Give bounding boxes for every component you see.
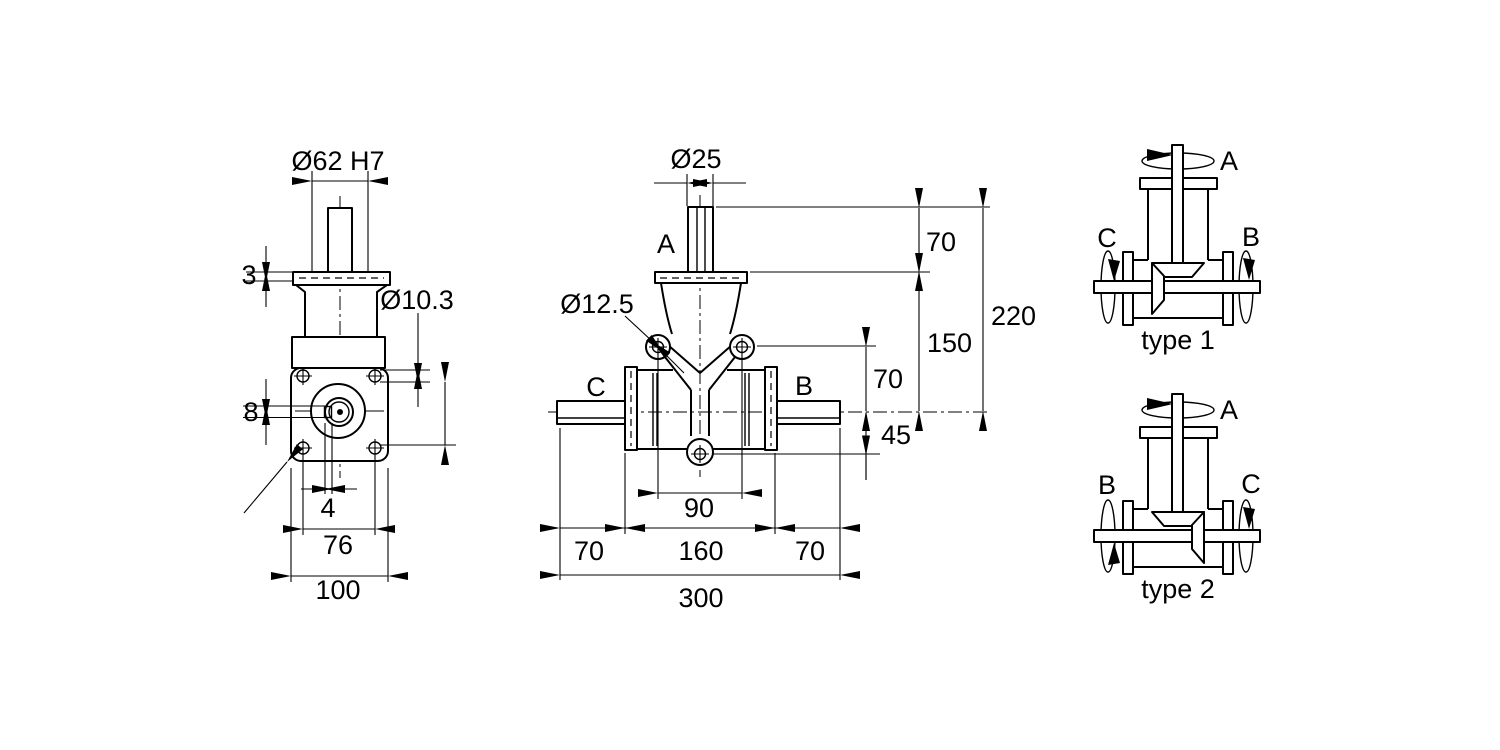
dim-text-lug-spacing: 90 [684,493,714,523]
arrowhead-c [1243,507,1255,529]
type2-label-b: B [1098,470,1116,500]
input-shaft [687,206,714,273]
dim-text-bottom-lug: 45 [881,420,911,450]
dim-text-left-shaft-length: 70 [574,536,604,566]
type2-vertical-shaft [1171,393,1184,516]
type2-caption: type 2 [1141,574,1215,604]
label-shaft-b: B [795,371,813,401]
side-view: Ø62 H7 3 Ø10.3 8 [241,146,456,605]
y-web [664,344,736,436]
type1-label-b: B [1242,222,1260,252]
housing-block-side [291,336,386,369]
type2-horizontal-shaft [1093,529,1261,543]
dim-text-flange-thickness: 3 [241,260,256,290]
dim-length-chain: 70 160 70 [540,428,860,580]
dim-text-body-length: 160 [678,536,723,566]
housing-body [636,369,766,450]
type1-horizontal-shaft [1093,280,1261,294]
dim-text-pilot: Ø62 H7 [291,146,384,176]
dim-text-bolt-spacing: 76 [323,530,353,560]
label-shaft-c: C [586,372,606,402]
type1-vertical-shaft [1171,144,1184,267]
dim-text-lug-above-axis: 70 [873,364,903,394]
dim-flange-thickness: 3 [241,246,292,307]
type1-label-c: C [1097,223,1117,253]
dim-text-right-shaft-length: 70 [795,536,825,566]
dim-text-keyway-width: 8 [243,397,258,427]
dim-vertical-hole-spacing [380,362,456,465]
dim-text-flange-size: 100 [315,575,360,605]
dim-text-lug-hole: Ø12.5 [560,289,634,319]
dim-text-overall-length: 300 [678,583,723,613]
type2-label-a: A [1220,395,1238,425]
label-shaft-a: A [657,229,675,259]
dim-text-overall-height: 220 [991,301,1036,331]
dim-lug-spacing: 90 [638,356,762,523]
type2-schematic: A B C type 2 [1093,393,1261,604]
type1-pinion-gear [1151,262,1165,315]
dim-keyway-depth: 4 [301,423,357,523]
mounting-face-leader [243,444,303,514]
arrowhead-a [1147,398,1173,410]
arrowhead-b [1243,258,1255,280]
arrowhead-c [1108,259,1120,281]
dim-keyway-width: 8 [243,379,328,445]
type1-label-a: A [1220,146,1238,176]
right-shaft [776,400,841,425]
dim-text-keyway-depth: 4 [320,493,335,523]
dim-lug-hole: Ø12.5 [560,289,685,374]
dim-heights: 70 150 220 70 45 [713,188,1036,480]
arrowhead-b [1108,543,1120,565]
dim-flange-size: 100 [271,468,408,605]
dim-corner-hole: Ø10.3 [380,285,454,407]
dim-overall-length: 300 [540,571,860,613]
type2-label-c: C [1241,469,1261,499]
left-shaft [556,400,626,425]
type2-pinion-gear [1191,511,1205,564]
dim-bolt-spacing: 76 [283,457,395,560]
front-view: A C B Ø25 Ø12.5 90 [540,144,1036,613]
type1-schematic: A C B type 1 [1093,144,1261,355]
dim-text-corner-hole: Ø10.3 [380,285,454,315]
shaft-bore [295,383,384,439]
output-shaft-side [327,207,353,273]
dim-text-axis-height: 150 [927,328,972,358]
arrowhead-a [1147,149,1173,161]
dim-text-shaft-diameter: Ø25 [670,144,721,174]
type1-caption: type 1 [1141,325,1215,355]
dim-pilot-diameter: Ø62 H7 [291,146,388,271]
dim-shaft-diameter: Ø25 [654,144,746,206]
dim-text-shaft-projection: 70 [926,227,956,257]
